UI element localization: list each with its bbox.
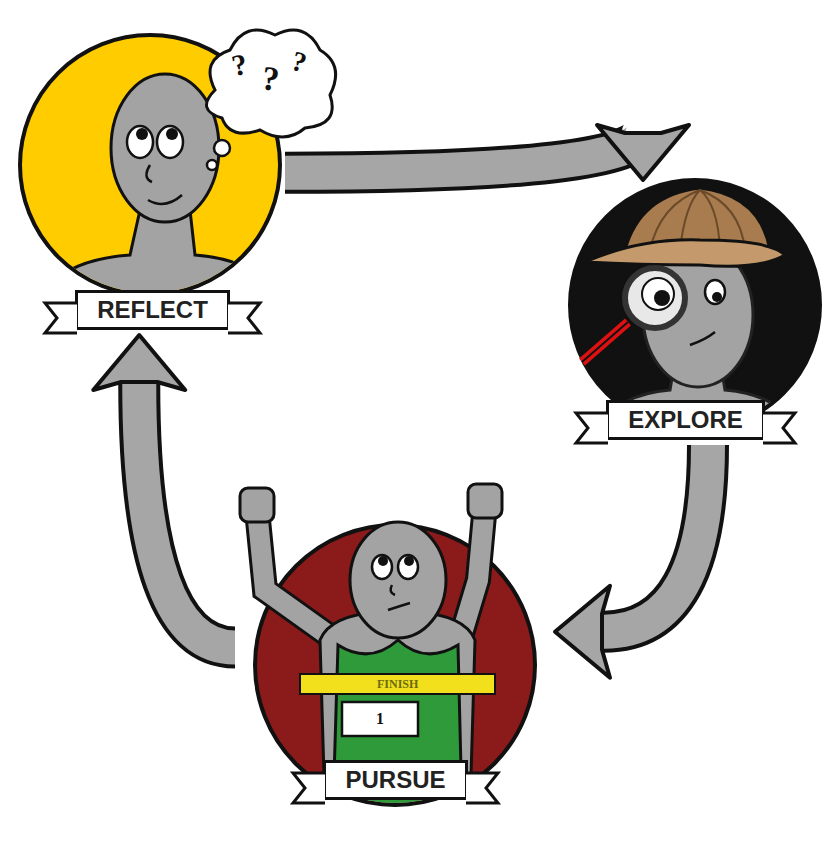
- ribbon-banner: PURSUE: [323, 760, 468, 800]
- cycle-arrow: [285, 125, 689, 180]
- cycle-arrow: [93, 335, 235, 648]
- cycle-arrow: [555, 445, 708, 678]
- bib-number: 1: [376, 711, 384, 727]
- ribbon-tail: [763, 411, 799, 447]
- pursue-figure: [240, 484, 535, 810]
- ribbon-tail: [289, 771, 325, 807]
- stage-name: EXPLORE: [628, 406, 743, 434]
- ribbon-tail: [466, 771, 502, 807]
- reflect-figure: [20, 35, 280, 300]
- ribbon-tail: [572, 411, 608, 447]
- thought-bubble: [206, 30, 335, 170]
- stage-name: REFLECT: [97, 296, 208, 324]
- stage-node: REFLECT: [20, 40, 285, 335]
- stage-node: EXPLORE: [565, 180, 825, 445]
- ribbon-banner: REFLECT: [75, 290, 230, 330]
- ribbon-banner: EXPLORE: [606, 400, 765, 440]
- explore-figure: [570, 180, 820, 440]
- stage-node: PURSUE: [235, 490, 555, 805]
- stage-name: PURSUE: [345, 766, 445, 794]
- ribbon-tail: [41, 301, 77, 337]
- finish-tape-text: FINISH: [377, 678, 418, 690]
- ribbon-tail: [228, 301, 264, 337]
